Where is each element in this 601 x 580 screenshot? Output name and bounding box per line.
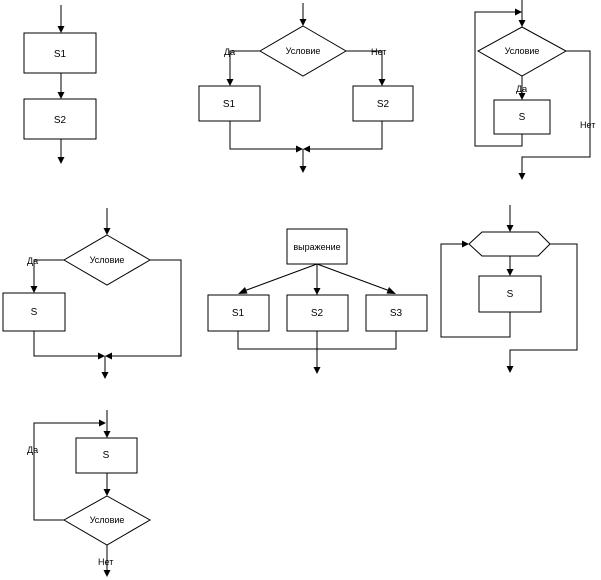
sequence-s1-label: S1 xyxy=(54,49,67,60)
sequence-exit-arrow xyxy=(57,157,65,164)
while-body-label: S xyxy=(519,112,526,123)
if-then-condition-label: Условие xyxy=(90,255,125,265)
for-exit-line xyxy=(509,243,578,366)
if-then-exit-arrow xyxy=(101,372,109,379)
do-while-no-label: Нет xyxy=(98,557,113,567)
if-else-s2-label: S2 xyxy=(377,99,390,110)
while-no-line xyxy=(521,50,591,173)
do-while-yes-label: Да xyxy=(27,445,38,455)
if-else-exit-arrow xyxy=(299,166,307,173)
switch-expression-box xyxy=(286,228,348,265)
do-while-no-arrow xyxy=(103,570,111,577)
while-yes-arrow xyxy=(518,93,526,100)
switch-s3-box xyxy=(365,294,428,332)
if-then-yes-arrow xyxy=(30,286,38,293)
if-then-body-label: S xyxy=(31,307,38,318)
do-while-entry-arrow xyxy=(103,431,111,438)
if-then-yes-label: Да xyxy=(27,256,38,266)
if-then-join-left-line xyxy=(33,331,98,357)
if-then-join-right-arrow xyxy=(105,352,112,360)
if-else-no-label: Нет xyxy=(371,47,386,57)
if-then-no-line xyxy=(112,259,182,357)
if-else-entry-arrow xyxy=(299,19,307,26)
sequence-s1-box xyxy=(23,32,97,74)
while-loopback-line xyxy=(474,11,523,147)
if-then-diagram: Условие Да S xyxy=(2,208,182,379)
for-body-label: S xyxy=(507,289,514,300)
switch-case2-arrow xyxy=(313,288,321,295)
sequence-s2-label: S2 xyxy=(54,115,67,126)
for-loop-hexagon xyxy=(468,231,551,257)
switch-s1-box xyxy=(207,294,270,332)
if-then-join-left-arrow xyxy=(98,352,105,360)
if-else-s2-box xyxy=(352,85,414,122)
if-else-no-arrow xyxy=(378,79,386,86)
if-then-entry-arrow xyxy=(103,228,111,235)
while-entry-arrow xyxy=(518,20,526,27)
for-loopback-arrow xyxy=(462,240,469,248)
do-while-condition-label: Условие xyxy=(90,515,125,525)
do-while-yes-line xyxy=(33,422,99,521)
switch-s1-label: S1 xyxy=(232,308,245,319)
switch-case1-line xyxy=(243,263,318,292)
switch-s2-label: S2 xyxy=(311,308,324,319)
if-then-yes-line xyxy=(33,259,64,286)
sequence-mid-arrow xyxy=(57,92,65,99)
if-else-s1-label: S1 xyxy=(223,99,236,110)
if-else-diagram: Условие Да Нет S1 S2 xyxy=(198,3,414,173)
sequence-diagram: S1 S2 xyxy=(23,5,97,164)
switch-diagram: выражение S1 S2 S3 xyxy=(207,228,428,374)
switch-case3-arrow xyxy=(386,287,396,294)
if-else-join-left-line xyxy=(229,121,296,150)
if-else-join-right-line xyxy=(310,121,383,150)
for-exit-arrow xyxy=(506,366,514,373)
for-body-box xyxy=(478,275,542,313)
for-loopback-line xyxy=(440,243,511,338)
while-condition-label: Условие xyxy=(505,46,540,56)
if-else-condition-label: Условие xyxy=(286,46,321,56)
if-else-yes-line xyxy=(229,50,260,79)
if-else-condition-diamond xyxy=(259,25,347,77)
if-else-yes-label: Да xyxy=(224,47,235,57)
if-else-join-left-arrow xyxy=(296,145,303,153)
while-loopback-arrow xyxy=(515,8,522,16)
do-while-diagram: S Условие Да Нет xyxy=(27,410,152,577)
switch-s2-box xyxy=(286,294,349,332)
while-loop-diagram: Условие Да S Нет xyxy=(474,0,595,180)
if-else-no-line xyxy=(346,50,383,79)
while-no-label: Нет xyxy=(580,120,595,130)
do-while-body-box xyxy=(75,437,138,474)
switch-case3-line xyxy=(316,263,391,292)
if-else-yes-arrow xyxy=(226,79,234,86)
do-while-yes-arrow xyxy=(99,419,106,427)
do-while-body-label: S xyxy=(103,450,110,461)
if-then-condition-diamond xyxy=(63,234,151,286)
sequence-entry-arrow xyxy=(57,26,65,33)
switch-expression-label: выражение xyxy=(293,242,340,252)
sequence-s2-box xyxy=(23,98,97,140)
while-yes-label: Да xyxy=(516,84,527,94)
while-no-arrow xyxy=(518,173,526,180)
for-loop-diagram: S xyxy=(440,205,578,373)
while-body-box xyxy=(493,99,551,135)
switch-case1-arrow xyxy=(238,287,248,294)
do-while-mid-arrow xyxy=(103,489,111,496)
for-entry-arrow xyxy=(506,225,514,232)
switch-s3-label: S3 xyxy=(390,308,403,319)
if-else-join-right-arrow xyxy=(303,145,310,153)
switch-exit-arrow xyxy=(313,367,321,374)
for-body-arrow xyxy=(506,269,514,276)
